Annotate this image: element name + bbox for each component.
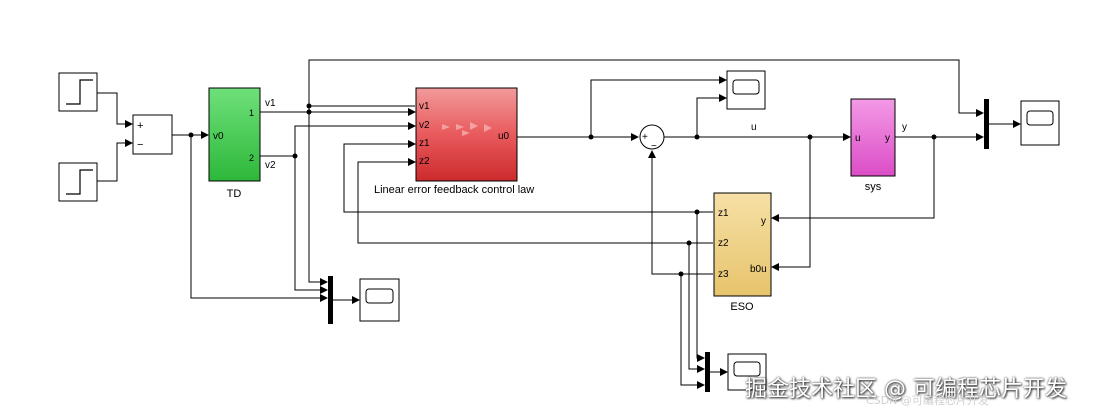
sum-block-1[interactable]: + −: [132, 114, 173, 155]
eso-block[interactable]: z1 z2 z3 y b0u ESO: [713, 192, 772, 313]
eso-output-z2-label: z2: [718, 238, 729, 249]
sys-block[interactable]: u y sys: [850, 98, 896, 193]
control-input-v1-label: v1: [419, 101, 430, 112]
watermark-text: 掘金技术社区 @ 可编程芯片开发: [745, 377, 1067, 402]
scope-block-1[interactable]: [726, 70, 766, 110]
signal-u-label: u: [751, 122, 757, 133]
td-output-v1-label: v1: [265, 98, 276, 109]
td-block[interactable]: v0 1 2 TD: [208, 87, 261, 200]
control-input-z1-label: z1: [419, 138, 430, 149]
signal-wires: [97, 59, 1021, 389]
sys-output-y-label: y: [885, 133, 890, 144]
control-input-z2-label: z2: [419, 156, 430, 167]
eso-input-b0u-label: b0u: [750, 264, 767, 275]
scope-block-3[interactable]: [359, 278, 400, 322]
branch-points: [188, 103, 937, 277]
step-block-1[interactable]: [58, 72, 98, 112]
mux-bar-2[interactable]: [984, 99, 989, 149]
eso-input-y-label: y: [761, 216, 766, 227]
control-output-u0-label: u0: [498, 131, 510, 142]
sum1-plus-sign: +: [137, 120, 143, 132]
sys-block-name: sys: [865, 181, 882, 193]
control-input-v2-label: v2: [419, 120, 430, 131]
eso-output-z3-label: z3: [718, 269, 729, 280]
signal-y-label: y: [902, 122, 907, 133]
sum-block-2[interactable]: + −: [639, 124, 665, 152]
td-input-v0-label: v0: [213, 131, 224, 142]
sum2-minus-sign: −: [651, 141, 657, 152]
mux-bar-3[interactable]: [705, 352, 710, 392]
scope-block-4[interactable]: [727, 353, 767, 391]
watermark-subtext: CSDN @可编程芯片开发: [866, 394, 989, 407]
sum2-plus-sign: +: [642, 132, 648, 143]
td-port1-label: 1: [249, 108, 254, 118]
sys-input-u-label: u: [855, 133, 861, 144]
td-output-v2-label: v2: [265, 160, 276, 171]
td-block-name: TD: [227, 188, 242, 200]
step-block-2[interactable]: [58, 162, 98, 202]
eso-block-name: ESO: [730, 301, 754, 313]
control-law-block[interactable]: v1 v2 z1 z2 u0: [415, 87, 518, 182]
scope-block-2[interactable]: [1020, 100, 1060, 146]
sum1-minus-sign: −: [137, 139, 143, 151]
control-law-block-name: Linear error feedback control law: [374, 184, 534, 196]
td-port2-label: 2: [249, 153, 254, 163]
gain-triangles-icon: [442, 122, 492, 136]
eso-output-z1-label: z1: [718, 208, 729, 219]
mux-bar-1[interactable]: [328, 276, 333, 324]
